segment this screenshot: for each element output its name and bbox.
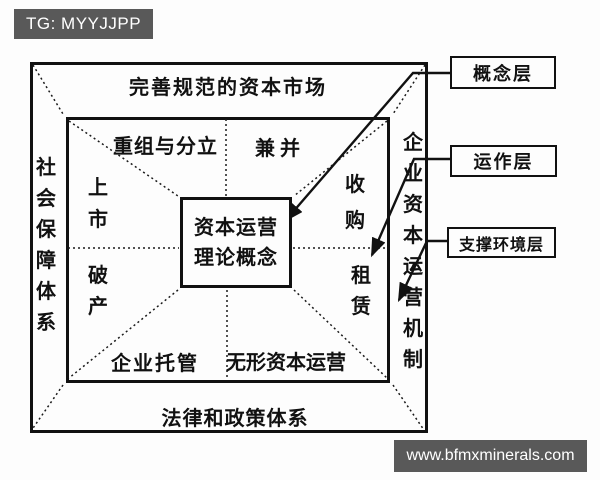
right-edge-label: 企业资本运营机制 [403,132,423,371]
quadrant-leasing: 租赁 [351,265,371,318]
top-edge-label: 完善规范的资本市场 [129,77,327,99]
left-edge-label: 社会保障体系 [36,157,56,334]
center-concept-box: 资本运营 理论概念 [180,197,292,288]
bottom-edge-label: 法律和政策体系 [161,408,309,430]
legend-concept-layer-label: 概念层 [473,63,533,84]
quadrant-enterprise-trusteeship: 企业托管 [111,353,199,375]
quadrant-merger: 兼并 [255,138,305,160]
legend-operation-layer: 运作层 [450,145,557,177]
watermark-site-text: www.bfmxminerals.com [406,447,575,464]
watermark-tag-text: TG: MYYJJPP [26,14,142,33]
quadrant-bankruptcy: 破产 [88,265,108,318]
watermark-site-badge: www.bfmxminerals.com [394,440,587,472]
legend-support-environment-layer: 支撑环境层 [447,227,556,258]
watermark-tag-badge: TG: MYYJJPP [14,9,154,39]
quadrant-intangible-capital-operation: 无形资本运营 [226,352,346,374]
legend-operation-layer-label: 运作层 [473,152,534,172]
quadrant-listing: 上市 [88,177,108,231]
quadrant-acquisition: 收购 [345,174,365,232]
legend-support-environment-layer-label: 支撑环境层 [458,236,544,254]
legend-concept-layer: 概念层 [450,56,556,89]
quadrant-restructure-split: 重组与分立 [113,136,218,158]
